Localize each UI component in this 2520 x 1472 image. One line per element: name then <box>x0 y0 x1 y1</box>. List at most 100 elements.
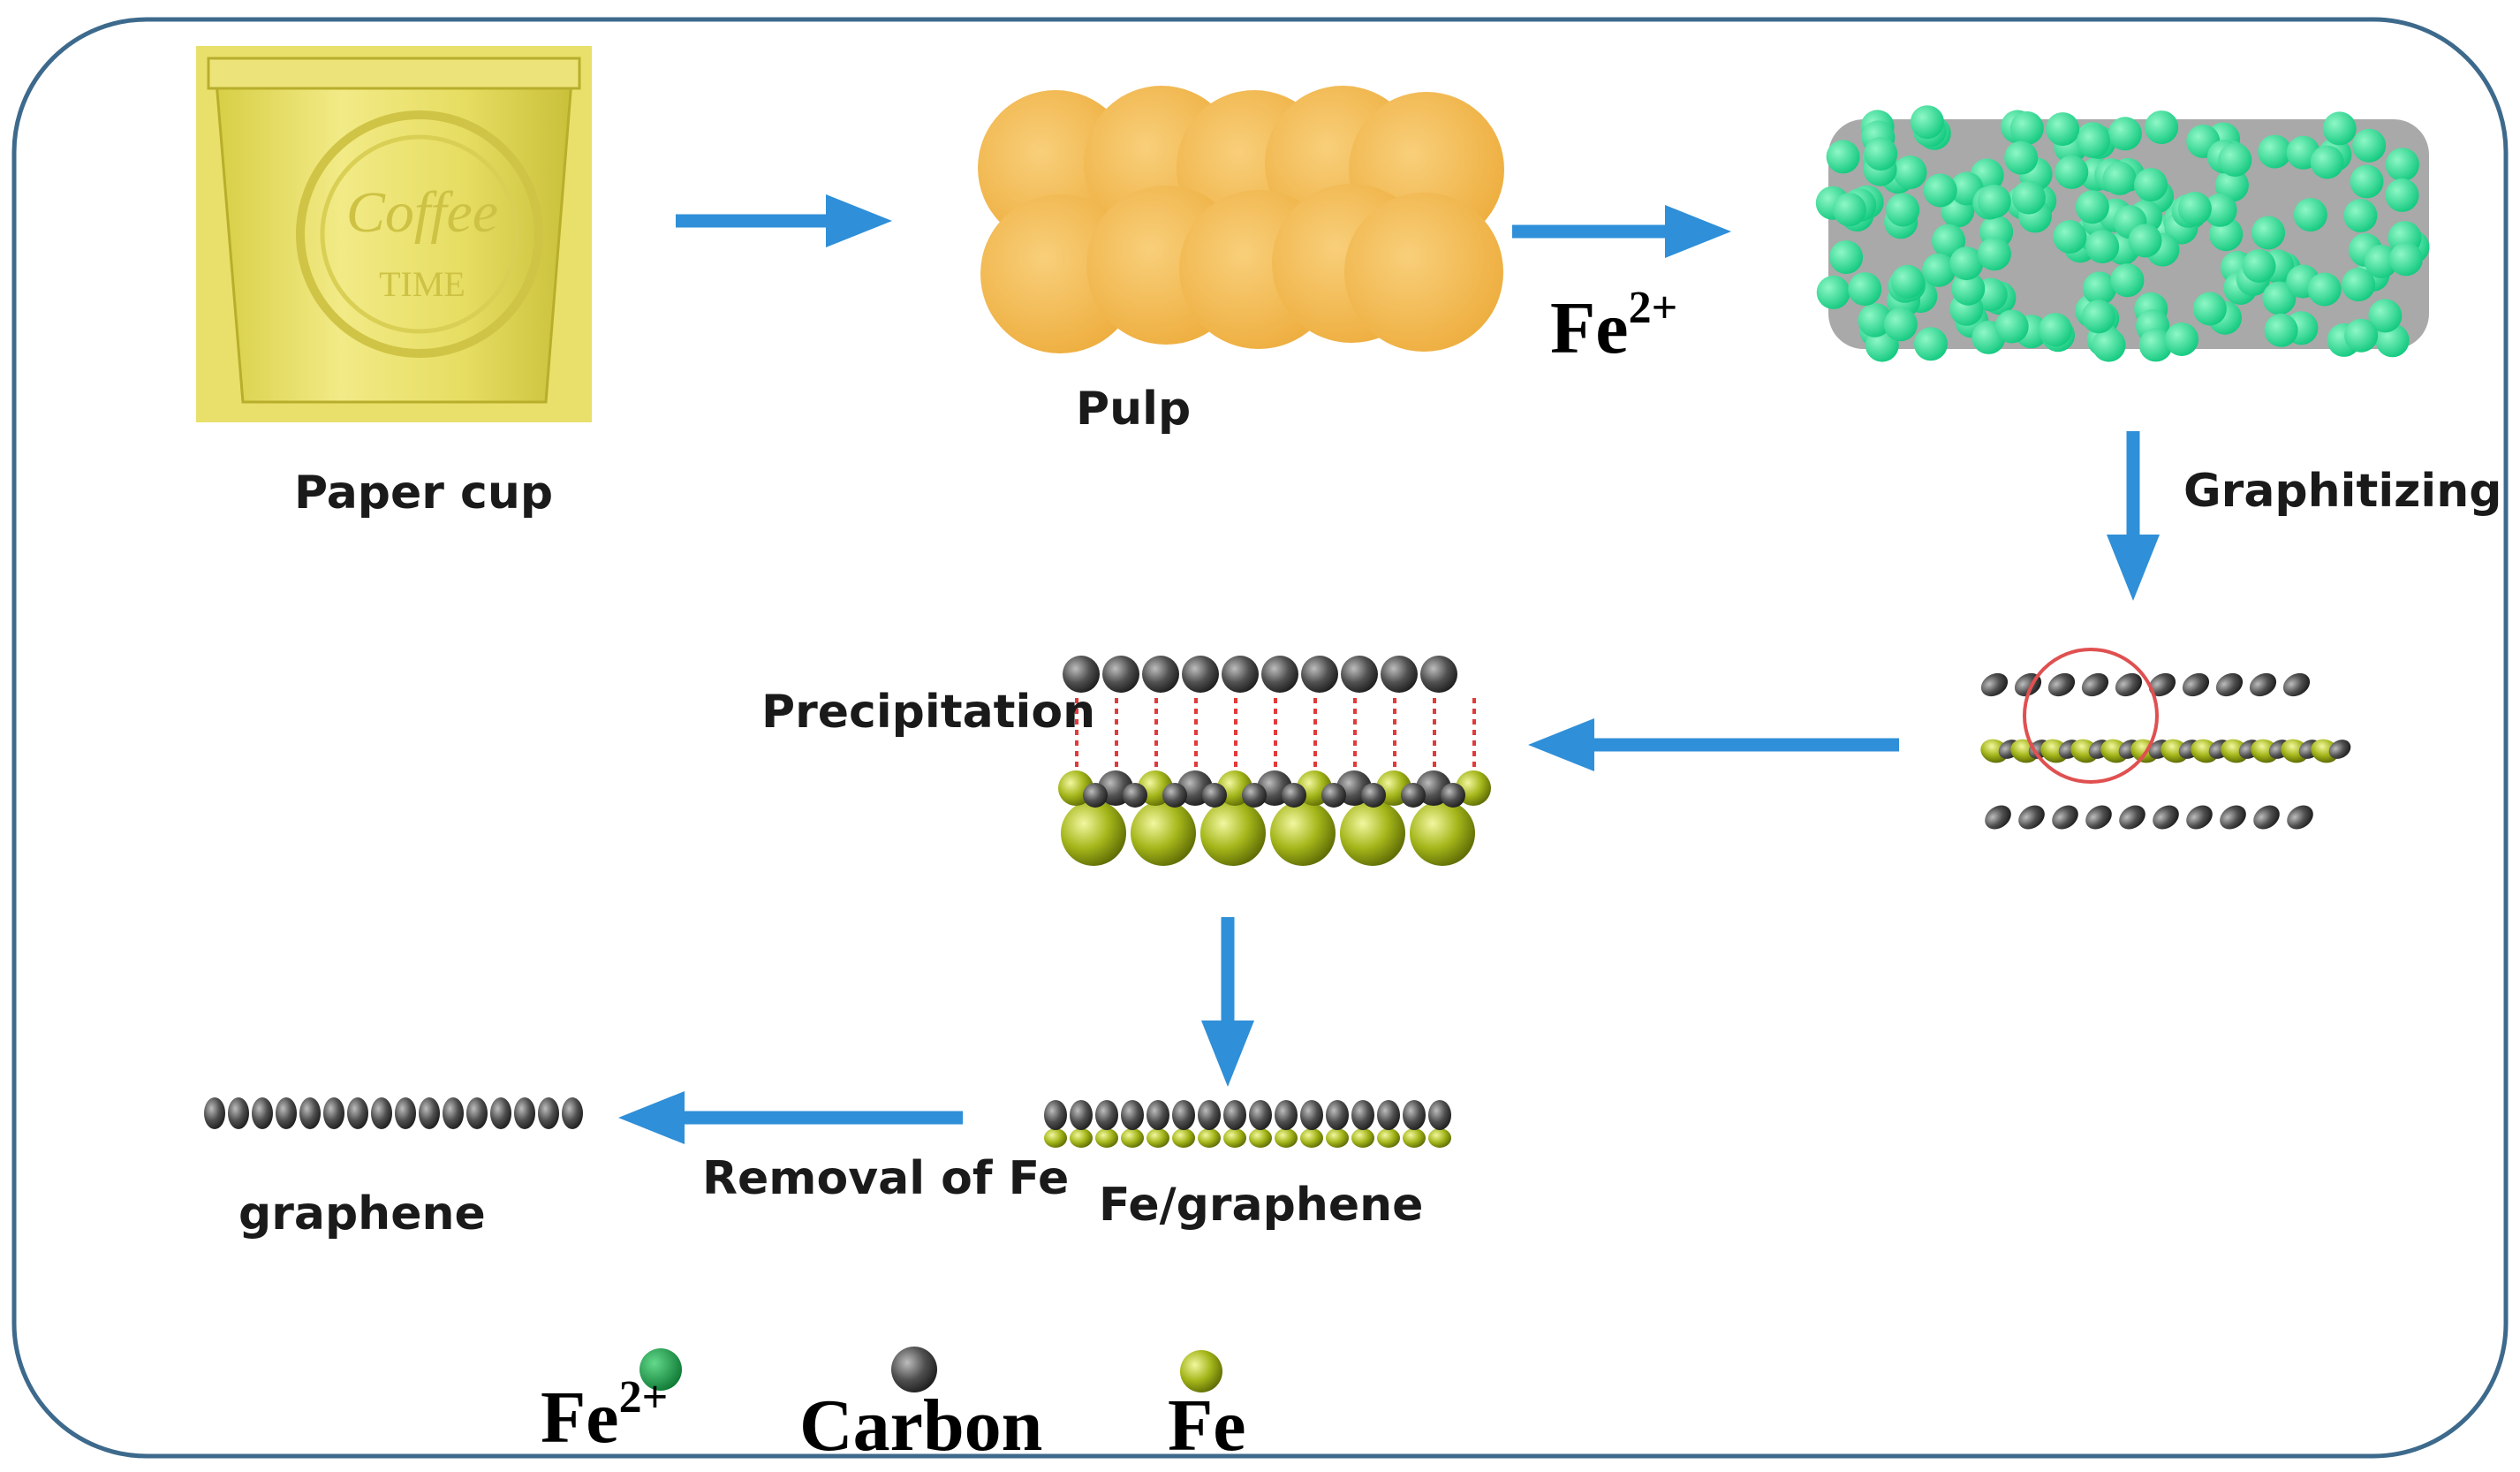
label-paper-cup: Paper cup <box>294 467 554 520</box>
label-pulp: Pulp <box>1076 383 1192 436</box>
carbon-atom <box>1985 805 2011 830</box>
fe-ion-atom <box>1951 271 1986 306</box>
fe-ion-atom <box>2344 318 2379 353</box>
carbon-atom <box>1275 1100 1298 1130</box>
fe-ion-atom <box>2385 148 2419 182</box>
label-precipitation: Precipitation <box>761 686 1096 739</box>
fe-ion-atom <box>2192 292 2227 326</box>
reagent-symbol: Fe <box>1550 287 1629 369</box>
fe-ion-loaded-pulp <box>1815 105 2430 362</box>
fe-graphene-illustration <box>1044 1100 1451 1148</box>
fe-ion-atom <box>1910 105 1944 140</box>
carbon-atom <box>1095 1100 1118 1130</box>
fe-ion-atom <box>1932 224 1966 258</box>
carbon-atom <box>2249 672 2277 697</box>
fe-ion-atom <box>2053 220 2087 254</box>
carbon-atom <box>299 1097 321 1129</box>
iron-atom <box>1095 1128 1118 1148</box>
fe-ion-atom <box>1848 272 1882 307</box>
carbon-atom <box>443 1097 464 1129</box>
label-removal-of-fe: Removal of Fe <box>702 1152 1070 1205</box>
fe-ion-atom <box>1922 253 1956 287</box>
carbon-atom <box>1142 656 1179 693</box>
label-fe-ion-reagent: Fe2+ <box>1550 285 1677 366</box>
carbon-atom <box>562 1097 583 1129</box>
fe-ion-atom <box>1893 156 1927 190</box>
fe-ion-atom <box>2138 328 2173 362</box>
carbon-atom <box>2153 805 2179 830</box>
fe-ion-atom <box>2242 249 2276 283</box>
carbon-atom <box>1401 783 1426 808</box>
carbon-atom <box>2081 672 2109 697</box>
carbon-atom <box>1121 1100 1144 1130</box>
fe-ion-atom <box>2352 128 2387 163</box>
precipitation-illustration <box>1058 656 1491 866</box>
carbon-atom <box>1326 1100 1349 1130</box>
carbon-atom <box>466 1097 488 1129</box>
carbon-atom <box>1301 656 1338 693</box>
carbon-atom <box>347 1097 368 1129</box>
carbon-atom <box>1242 783 1267 808</box>
carbon-atom <box>2047 672 2076 697</box>
fe-ion-atom <box>2214 168 2249 202</box>
paper-cup-illustration: Coffee TIME <box>196 46 592 422</box>
carbon-atom <box>1202 783 1227 808</box>
carbon-atom <box>538 1097 559 1129</box>
carbon-atom <box>2186 805 2213 830</box>
carbon-atom <box>323 1097 344 1129</box>
carbon-atom <box>1428 1100 1451 1130</box>
iron-atom <box>1061 800 1126 866</box>
graphene-illustration <box>204 1097 583 1129</box>
fe-ion-atom <box>1913 327 1948 361</box>
carbon-atom <box>204 1097 225 1129</box>
carbon-atom <box>1172 1100 1195 1130</box>
iron-atom <box>1410 800 1475 866</box>
fe-ion-atom <box>1883 307 1918 342</box>
fe-ion-atom <box>2081 300 2115 334</box>
fe-ion-atom <box>2388 242 2423 277</box>
iron-atom <box>1249 1128 1272 1148</box>
legend-fe-ion-charge: 2+ <box>618 1372 669 1423</box>
fe-ion-atom <box>2102 161 2137 195</box>
iron-atom <box>1403 1128 1426 1148</box>
fe-ion-atom <box>2350 164 2384 199</box>
fe-ion-atom <box>2128 224 2162 258</box>
iron-atom <box>1146 1128 1169 1148</box>
reagent-charge: 2+ <box>1628 283 1678 333</box>
fe-ion-atom <box>2307 272 2342 307</box>
fe-ion-atom <box>1858 303 1892 338</box>
iron-atom <box>1270 800 1336 866</box>
fe-ion-atom <box>2165 322 2198 356</box>
fe-ion-atom <box>2368 299 2403 333</box>
fe-ion-atom <box>1994 309 2029 344</box>
iron-atom <box>1377 1128 1400 1148</box>
carbon-atom <box>2148 672 2176 697</box>
legend-markers <box>639 1347 1222 1392</box>
carbon-atom <box>1420 656 1457 693</box>
label-graphene: graphene <box>238 1187 486 1241</box>
carbon-atom <box>1282 783 1306 808</box>
carbon-atom <box>514 1097 535 1129</box>
fe-ion-atom <box>2085 230 2120 264</box>
fe-ion-atom <box>2134 168 2168 202</box>
carbon-atom <box>2085 805 2112 830</box>
carbon-atom <box>2328 740 2351 759</box>
carbon-atom <box>2052 805 2078 830</box>
iron-atom <box>1131 800 1196 866</box>
fe-ion-atom <box>2038 313 2072 347</box>
cup-logo-text: Coffee <box>346 180 498 245</box>
carbon-atom <box>1083 783 1108 808</box>
fe-ion-atom <box>2055 155 2089 189</box>
carbon-atom <box>1381 656 1418 693</box>
iron-atom <box>1200 800 1266 866</box>
legend-fe-label: Fe <box>1168 1385 1246 1467</box>
label-fe-graphene: Fe/graphene <box>1099 1179 1424 1232</box>
carbon-atom <box>1361 783 1386 808</box>
carbon-atom <box>2119 805 2145 830</box>
fe-ion-atom <box>2251 216 2285 250</box>
fe-ion-atom <box>2262 281 2297 315</box>
iron-atom <box>1340 800 1405 866</box>
fe-ion-atom <box>2110 263 2145 298</box>
carbon-atom <box>2018 805 2045 830</box>
highlight-circle <box>2023 648 2159 784</box>
